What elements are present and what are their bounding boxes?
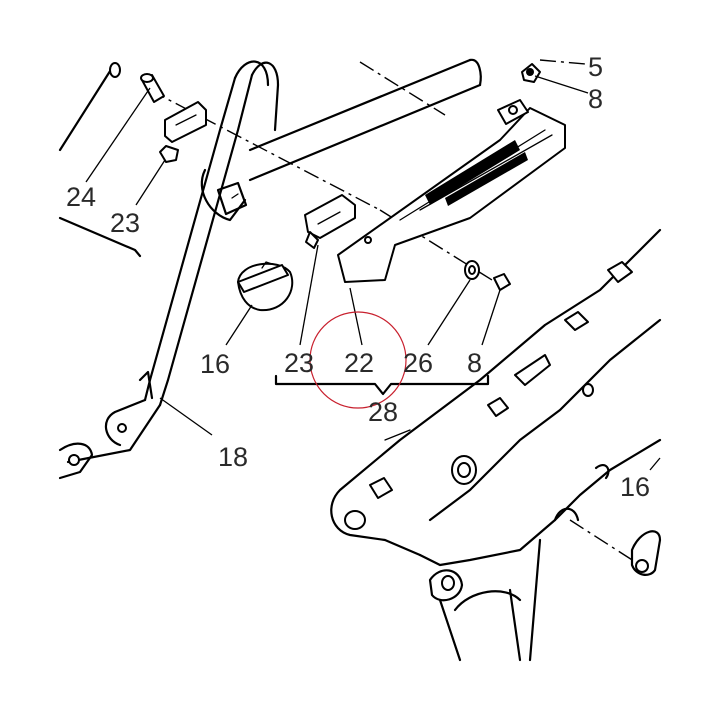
- leader-22: [349, 287, 363, 346]
- highlight-circle: [309, 311, 407, 409]
- frame-lug: [428, 569, 464, 602]
- frame-detail-1: [384, 429, 411, 441]
- callout-8-top: 8: [588, 84, 603, 114]
- frame-leg-left: [438, 598, 462, 662]
- washer-small: [109, 62, 121, 78]
- rail-weld-tab: [138, 370, 154, 400]
- rail-clamp: [216, 181, 248, 216]
- rail-upright-left: [143, 76, 237, 402]
- group-brace-28: [274, 374, 490, 396]
- panel-hole: [364, 236, 372, 244]
- rail-foot-upper: [104, 398, 147, 447]
- rail-foot-plate: [58, 442, 94, 480]
- rail-boss: [200, 168, 247, 222]
- frame-tab-1: [607, 261, 633, 283]
- frame-tab-3: [514, 354, 551, 386]
- callout-18: 18: [218, 442, 248, 472]
- panel-stripe-2: [445, 152, 528, 206]
- leader-16-right: [649, 457, 661, 471]
- leader-26: [427, 279, 471, 346]
- left-bracket-group: [58, 62, 207, 258]
- clip-23: [304, 194, 356, 249]
- side-panel-22: [337, 99, 566, 283]
- leader-18: [159, 397, 213, 436]
- fasteners: [464, 63, 541, 291]
- frame-leg-top: [453, 590, 522, 612]
- leader-24: [85, 87, 151, 183]
- rail-mount-hole: [117, 423, 127, 433]
- rail-bar-bottom: [248, 83, 482, 182]
- spacer-24-end: [140, 73, 154, 83]
- nut-8: [493, 273, 511, 291]
- frame-leg-right: [508, 588, 522, 662]
- rail-loop-outer: [250, 61, 280, 132]
- frame-boss-1-hole: [457, 462, 471, 478]
- leader-23-left: [135, 159, 166, 206]
- clip-23-left: [164, 101, 207, 143]
- washer-26-hole: [468, 265, 476, 275]
- clip-23-hook: [305, 231, 319, 249]
- callout-8: 8: [467, 348, 482, 378]
- leader-8: [481, 289, 501, 346]
- leader-8-top: [534, 75, 589, 94]
- clip-23-body: [304, 194, 356, 239]
- frame-boss-2: [344, 510, 366, 530]
- frame-pivot-2: [594, 463, 610, 480]
- frame-pin-bracket: [630, 530, 662, 576]
- frame-tab-2: [564, 311, 589, 331]
- callout-23-left: 23: [110, 208, 140, 238]
- bracket-left-stub: [58, 66, 114, 152]
- bracket-left-bottom: [58, 216, 142, 258]
- panel-stripe-1: [425, 140, 520, 205]
- cap-notch: [261, 261, 273, 269]
- axis-line-upper: [149, 89, 381, 211]
- clip-23-tab: [159, 145, 179, 163]
- leader-lines: [85, 75, 661, 471]
- rail-clamp-slot: [231, 193, 239, 199]
- frame-leg-far: [528, 538, 542, 662]
- callout-5: 5: [588, 52, 603, 82]
- clip-23-slot: [175, 114, 197, 126]
- rail-upright-right: [158, 73, 254, 407]
- callout-24: 24: [66, 182, 96, 212]
- frame-assembly: [330, 228, 662, 662]
- rail-foot-hole: [68, 454, 80, 466]
- cap-lip: [237, 264, 289, 293]
- rail-bar-top: [248, 58, 472, 152]
- nut-top-core: [526, 68, 534, 76]
- leader-23: [299, 244, 319, 346]
- frame-pin-hole: [635, 559, 649, 573]
- frame-inner-edge: [428, 318, 662, 522]
- frame-tab-5: [369, 477, 393, 499]
- frame-tab-4: [487, 397, 509, 417]
- frame-upper-edge: [330, 228, 662, 557]
- frame-lower-edge: [418, 438, 662, 567]
- callout-22: 22: [344, 348, 374, 378]
- frame-hole-1: [582, 383, 594, 397]
- leader-16-left: [225, 304, 253, 346]
- callout-28: 28: [368, 397, 398, 427]
- panel-tab-hole: [508, 105, 518, 115]
- axis-line-nut: [539, 59, 586, 65]
- frame-pivot: [553, 507, 580, 522]
- rail-bar-end: [468, 58, 482, 87]
- grab-rail-18: [58, 58, 482, 480]
- callout-23: 23: [284, 348, 314, 378]
- frame-boss-3: [441, 575, 455, 591]
- clip-23-slot-line: [317, 211, 341, 225]
- rail-loop-inner: [233, 60, 270, 87]
- rubber-cap-16: [237, 261, 294, 312]
- axis-line-frame-pin: [569, 519, 641, 566]
- callout-26: 26: [403, 348, 433, 378]
- callout-16-left: 16: [200, 349, 230, 379]
- callout-16-right: 16: [620, 472, 650, 502]
- callout-labels: 5 8 24 23 16 18 23 22 26 8 28 16: [66, 52, 650, 502]
